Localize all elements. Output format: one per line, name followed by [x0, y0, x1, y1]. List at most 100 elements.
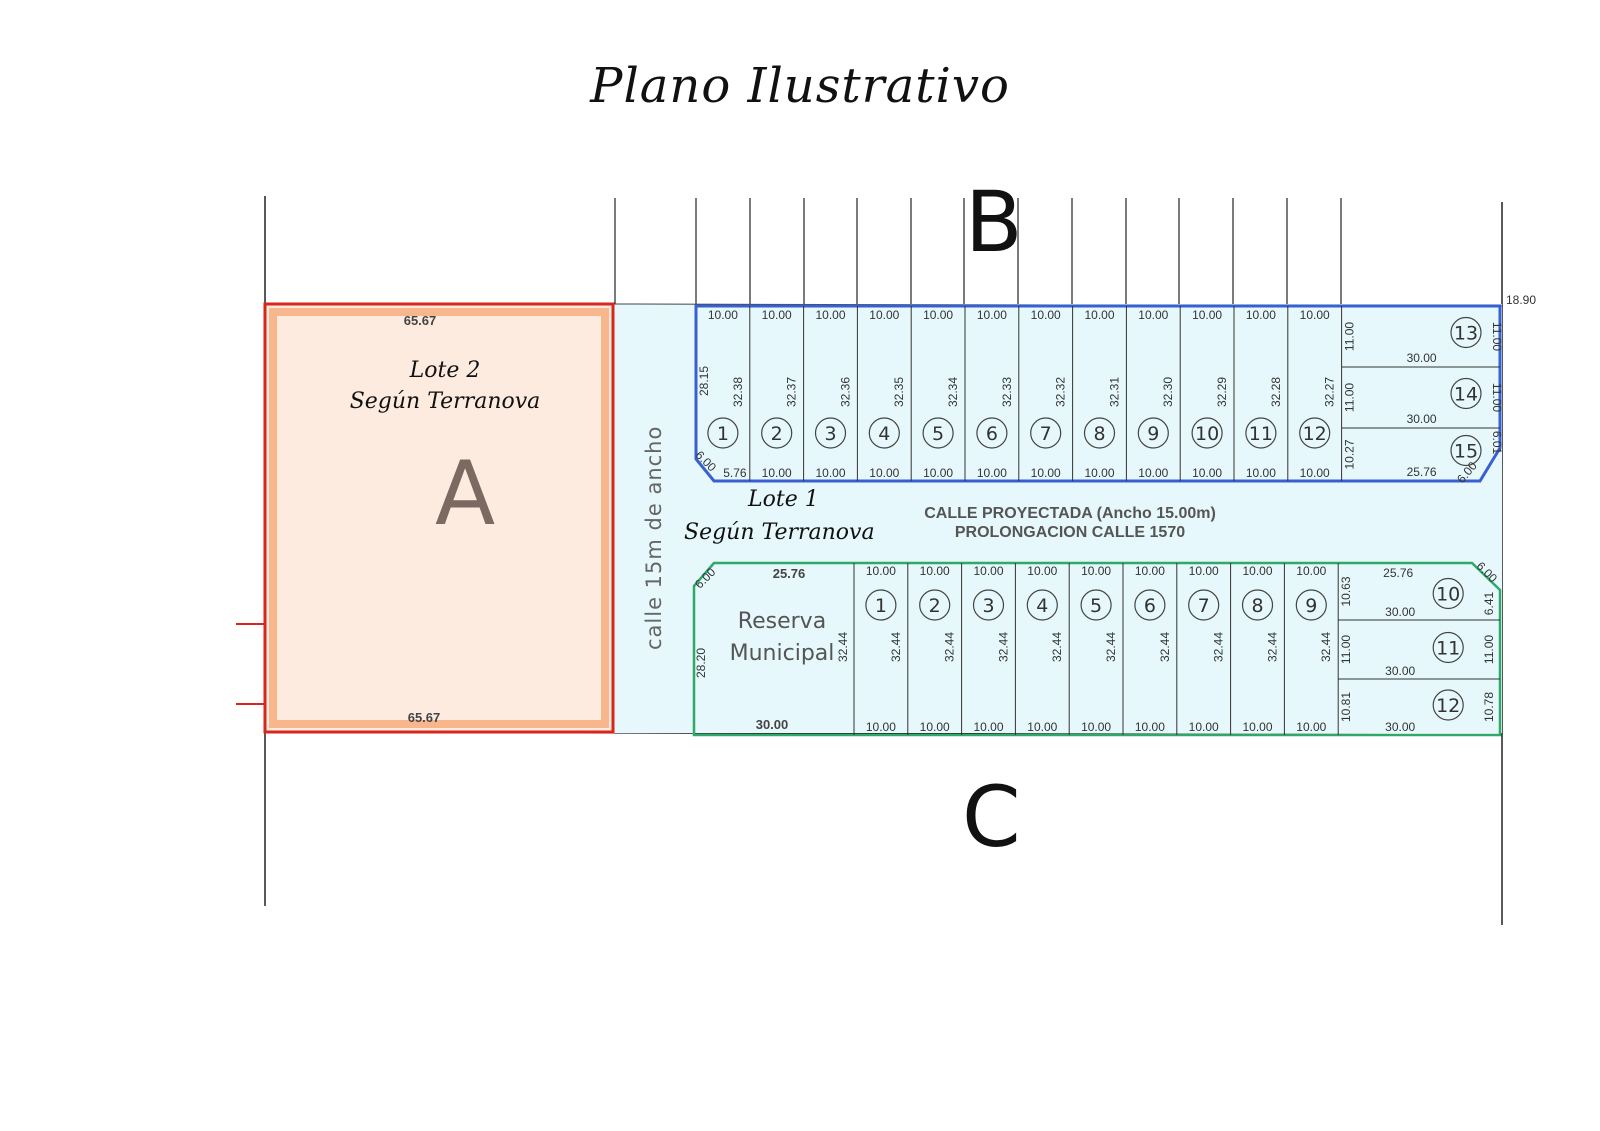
- lot-front-dim: 10.00: [973, 564, 1003, 578]
- lot-depth-dim: 32.37: [785, 377, 799, 407]
- lot-right-dim: 11.00: [1490, 383, 1504, 412]
- main-street-extension: PROLONGACION CALLE 1570: [954, 524, 1186, 541]
- lot-number: 8: [1251, 595, 1263, 617]
- lot-number: 6: [1144, 595, 1156, 617]
- lot-front-dim: 10.00: [1081, 564, 1111, 578]
- lot-front-dim: 10.00: [920, 564, 950, 578]
- lot-number: 15: [1454, 441, 1478, 463]
- lot-front-dim: 10.00: [923, 308, 953, 322]
- lot-number-circle: [1450, 434, 1482, 467]
- lot-depth-dim: 32.34: [946, 377, 960, 407]
- lot-front-dim: 10.00: [1135, 564, 1165, 578]
- lot-back-dim: 10.00: [869, 466, 899, 480]
- lot-number: 9: [1147, 423, 1159, 445]
- reserva-line1: Reserva: [737, 609, 827, 634]
- reserva-top-dim: 25.76: [773, 566, 806, 581]
- lot-front-dim: 10.00: [977, 308, 1007, 322]
- lot-number-circle: [868, 417, 900, 449]
- lot-front-dim: 10.00: [762, 308, 792, 322]
- lot-back-dim: 10.00: [815, 466, 845, 480]
- lot-number: 4: [878, 423, 890, 445]
- lot-depth-dim: 32.38: [731, 377, 745, 407]
- lot-depth-dim: 32.35: [892, 377, 906, 407]
- lot-back-dim: 10.00: [1027, 720, 1057, 734]
- lot-depth-dim: 32.44: [889, 632, 903, 662]
- lot-left-dim: 10.81: [1339, 692, 1353, 722]
- street-area: [613, 304, 1502, 733]
- lot-number: 12: [1436, 695, 1460, 717]
- lot-number: 6: [986, 423, 998, 445]
- lote-1-label: Lote 1 Según Terranova: [680, 487, 900, 545]
- lot-left-dim: 11.00: [1339, 635, 1353, 664]
- lot-right-dim: 11.00: [1482, 635, 1496, 664]
- north-block-outline: [694, 304, 1502, 483]
- lot-right-dim: 11.00: [1490, 322, 1504, 351]
- lot-front-dim: 10.00: [869, 308, 899, 322]
- lot-number-circle: [761, 417, 793, 449]
- lot-back-dim: 10.00: [1135, 720, 1165, 734]
- lot-front-dim: 10.00: [1027, 564, 1057, 578]
- lot-number-circle: [1432, 631, 1464, 664]
- main-street-label: CALLE PROYECTADA (Ancho 15.00m) PROLONGA…: [900, 504, 1240, 542]
- lot-number: 12: [1303, 423, 1327, 445]
- lot-width-dim: 30.00: [1407, 412, 1437, 426]
- lot-number: 4: [1036, 595, 1048, 617]
- north-lot: 10.00 10.00 32.35 4: [856, 306, 906, 481]
- lot-back-dim: 10.00: [1246, 466, 1276, 480]
- lot-number-circle: [814, 417, 847, 449]
- lot-number-circle: [976, 417, 1008, 449]
- reserva-line2: Municipal: [729, 641, 835, 666]
- lot-right-dim: 6.41: [1482, 591, 1496, 615]
- lot-number-circle: [707, 417, 739, 449]
- lot-depth-dim: 32.32: [1054, 377, 1068, 407]
- lot-depth-dim: 32.44: [1050, 632, 1064, 662]
- lot-back-dim: 10.00: [1192, 466, 1222, 480]
- lot-back-dim: 10.00: [1031, 466, 1061, 480]
- lot-depth-dim: 32.44: [1265, 632, 1279, 662]
- lot-depth-dim: 32.29: [1215, 377, 1229, 407]
- lot-number-circle: [1137, 417, 1169, 449]
- lot-front-dim: 10.00: [708, 308, 738, 322]
- lot-number-circle: [972, 589, 1005, 621]
- lot-number-circle: [1080, 589, 1112, 621]
- lot-number: 5: [932, 423, 944, 445]
- lot-depth-dim: 32.28: [1269, 377, 1283, 407]
- lot-number-circle: [1245, 417, 1277, 449]
- lot-front-dim: 10.00: [1296, 564, 1326, 578]
- lot-back-dim: 10.00: [1084, 466, 1114, 480]
- lot-front-dim: 10.00: [866, 564, 896, 578]
- lot-left-dim: 11.00: [1343, 322, 1357, 351]
- north-left-dim: 28.15: [697, 366, 711, 396]
- lot-back-dim: 10.00: [920, 720, 950, 734]
- south-block-outline: [692, 561, 1502, 737]
- lot-depth-dim: 32.36: [838, 377, 852, 407]
- lot-back-dim: 10.00: [1296, 720, 1326, 734]
- lot-back-dim: 10.00: [1138, 466, 1168, 480]
- lote-2-source: Según Terranova: [349, 389, 541, 414]
- lot-number-circle: [1134, 589, 1166, 621]
- lot-front-dim: 10.00: [1246, 308, 1276, 322]
- lot-front-dim: 10.00: [1138, 308, 1168, 322]
- lote-1-source: Según Terranova: [684, 520, 875, 545]
- lote-2-title: Lote 2: [409, 358, 481, 383]
- lot-number: 14: [1454, 384, 1478, 406]
- zone-label-b: B: [965, 173, 1023, 271]
- lot-number: 9: [1305, 595, 1317, 617]
- lote-2-label: Lote 2 Según Terranova: [330, 358, 560, 414]
- lot-width-dim: 30.00: [1385, 720, 1415, 734]
- lot-number-circle: [1432, 577, 1464, 610]
